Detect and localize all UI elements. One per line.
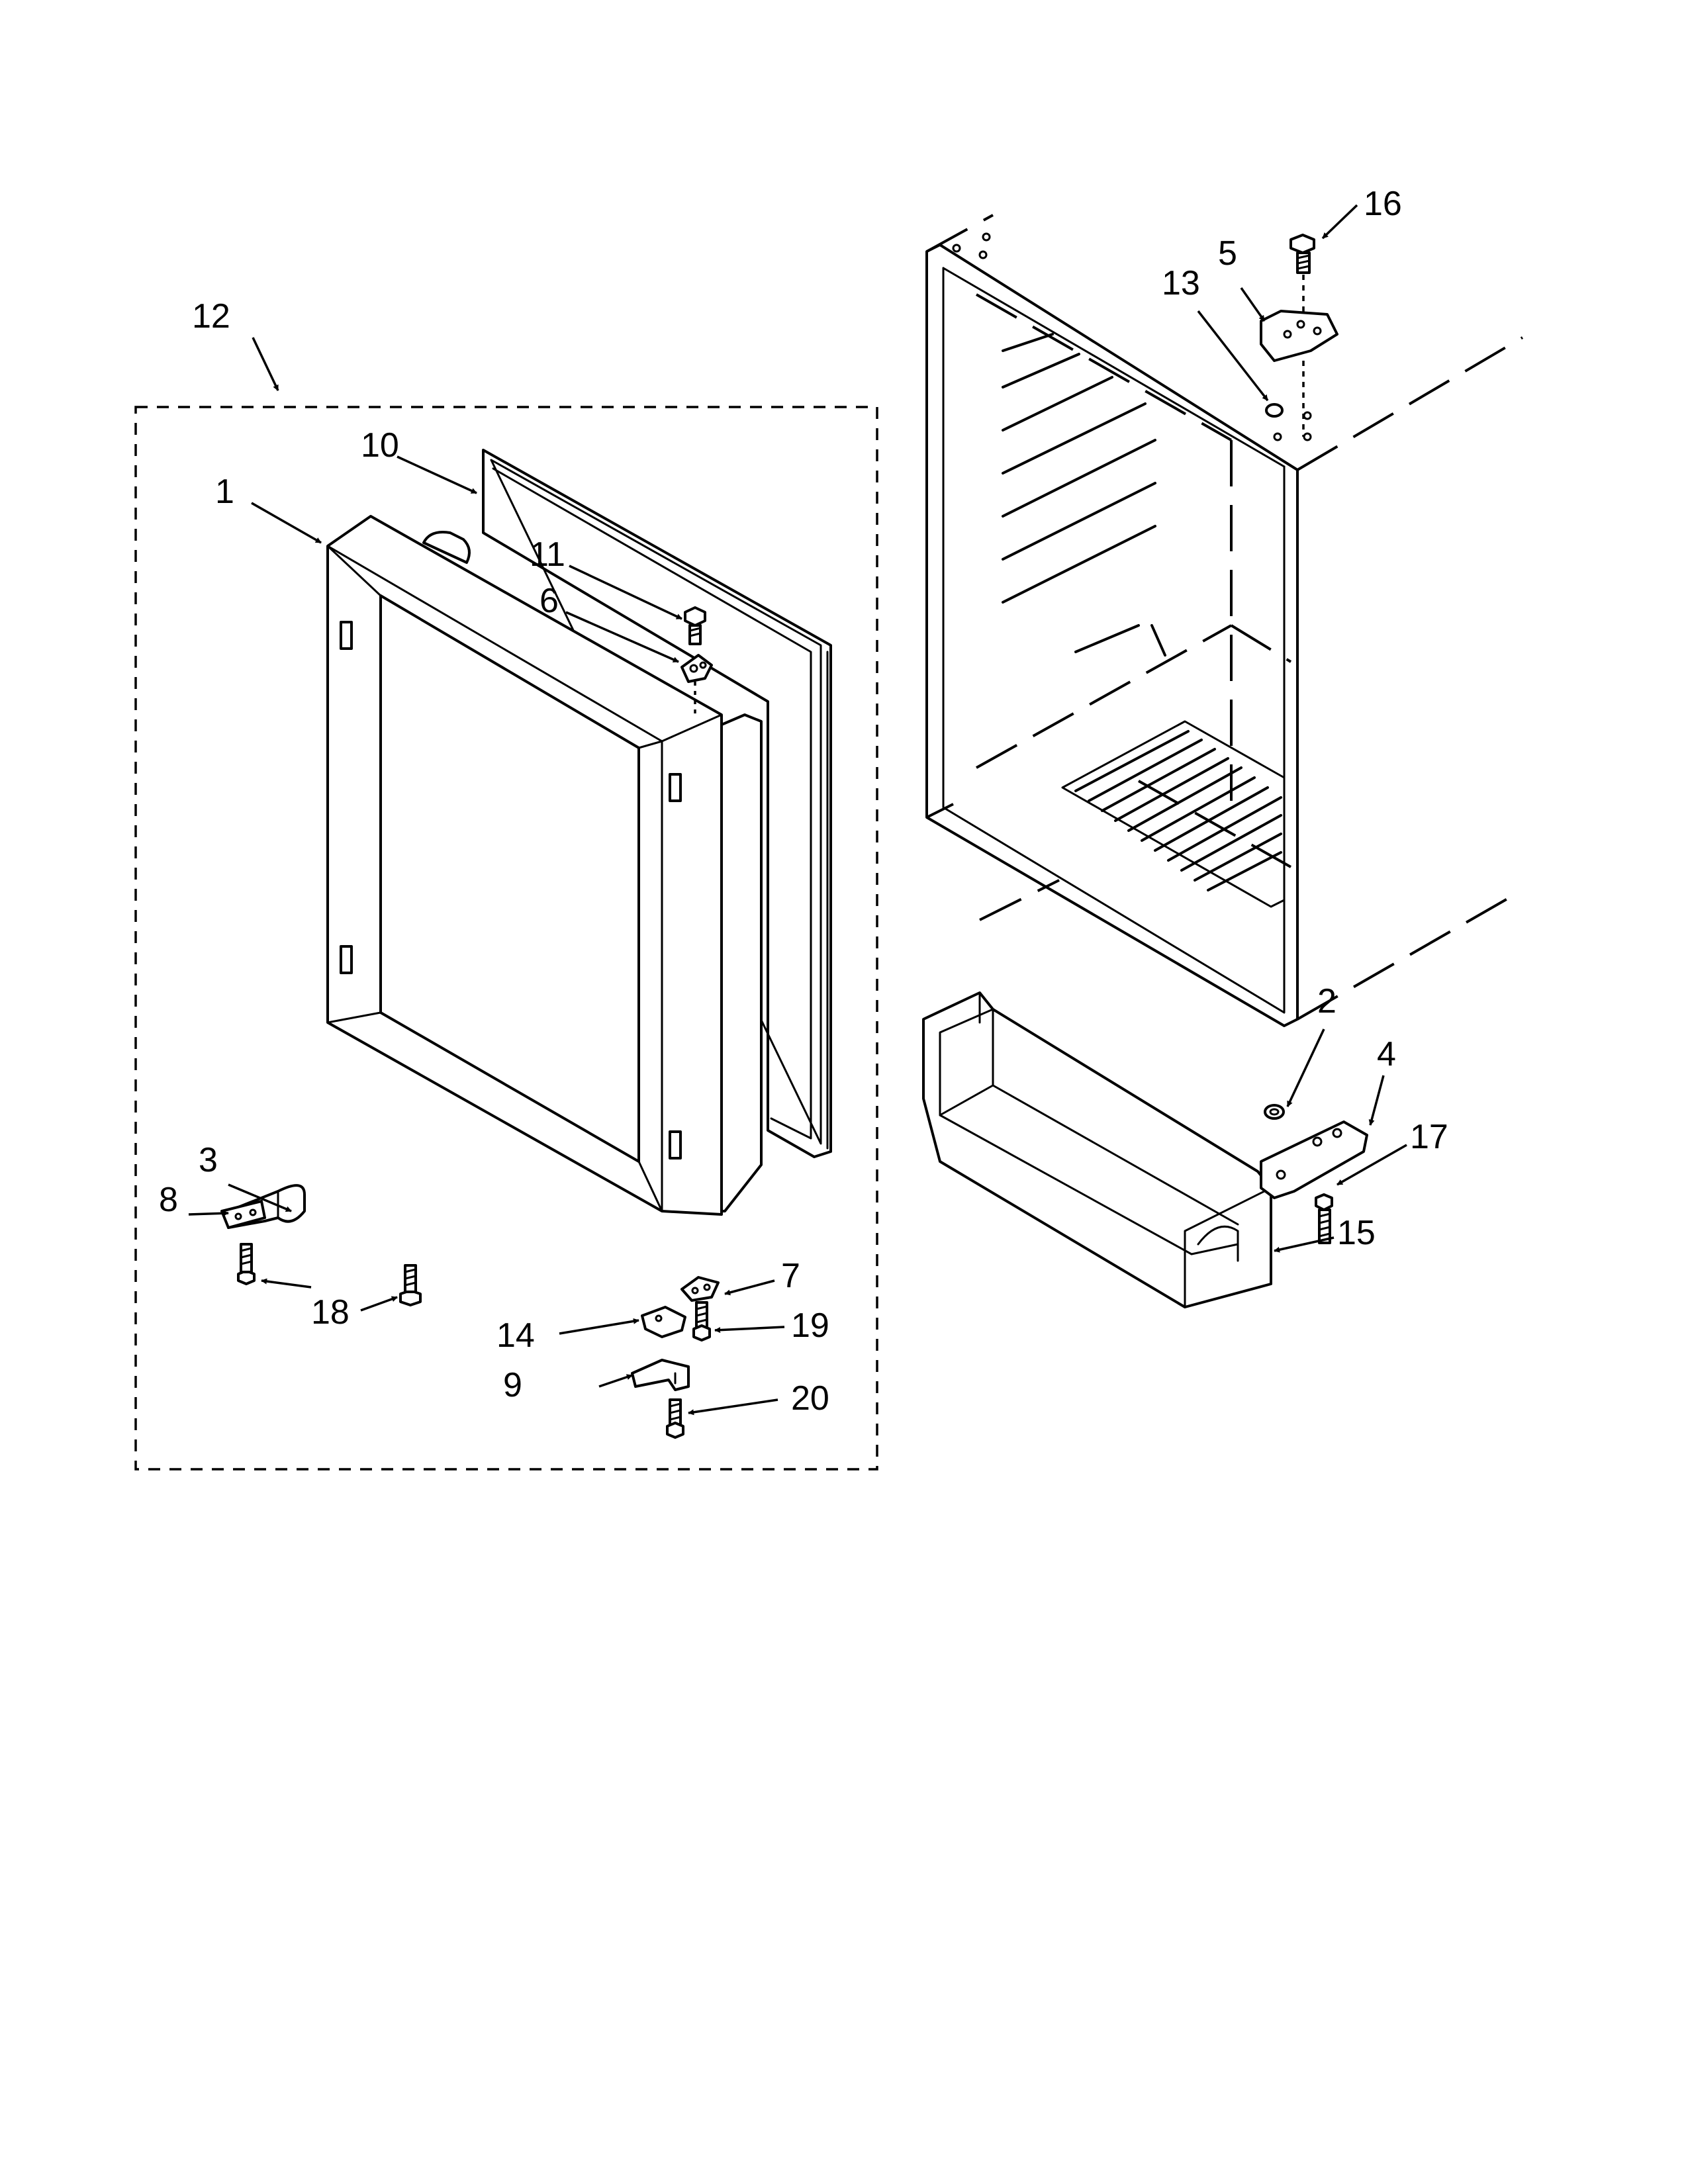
callout-12: 12 <box>192 297 230 336</box>
callout-10: 10 <box>361 426 399 465</box>
door-hinge-screw <box>684 606 706 715</box>
callout-11: 11 <box>530 535 565 574</box>
top-hinge <box>1260 310 1338 362</box>
door-top-hinge-plate <box>680 654 713 683</box>
callout-19: 19 <box>791 1306 829 1345</box>
side-vents <box>1002 333 1156 604</box>
cabinet-liner <box>925 214 1524 1027</box>
callout-15: 15 <box>1337 1214 1376 1252</box>
top-hinge-screw <box>1289 234 1315 314</box>
callout-8: 8 <box>159 1181 178 1219</box>
bottom-hinge-screw <box>1315 1193 1333 1244</box>
callout-1: 1 <box>215 473 234 511</box>
door-bottom-hinge-plate <box>680 1276 720 1302</box>
callout-13: 13 <box>1162 264 1200 302</box>
leader-lines <box>188 204 1407 1416</box>
callout-6: 6 <box>539 582 559 620</box>
left-hinge-plate <box>220 1200 266 1229</box>
spare-screw <box>399 1264 422 1306</box>
door-panel <box>326 515 763 1216</box>
hinge-spacer <box>1265 361 1305 437</box>
hinge-shim <box>641 1306 686 1338</box>
hinge-washer <box>1264 1104 1285 1120</box>
callout-5: 5 <box>1218 234 1237 273</box>
callout-9: 9 <box>503 1366 522 1404</box>
door-bottom-screw <box>692 1301 711 1342</box>
callout-4: 4 <box>1377 1035 1396 1073</box>
bracket-screw <box>666 1398 684 1439</box>
hinge-bracket <box>631 1359 690 1391</box>
callout-7: 7 <box>781 1257 800 1295</box>
door-bin <box>922 991 1272 1308</box>
bottom-grille <box>1061 720 1286 908</box>
callout-17: 17 <box>1410 1118 1448 1156</box>
callout-18: 18 <box>311 1293 350 1332</box>
callout-2: 2 <box>1317 982 1336 1021</box>
left-hinge-screw <box>237 1243 256 1285</box>
callout-16: 16 <box>1364 185 1402 223</box>
callout-14: 14 <box>496 1316 535 1355</box>
callout-20: 20 <box>791 1379 829 1418</box>
bottom-cabinet-hinge <box>1260 1120 1368 1199</box>
callout-3: 3 <box>199 1141 218 1179</box>
door-assembly-boundary <box>134 406 878 1471</box>
